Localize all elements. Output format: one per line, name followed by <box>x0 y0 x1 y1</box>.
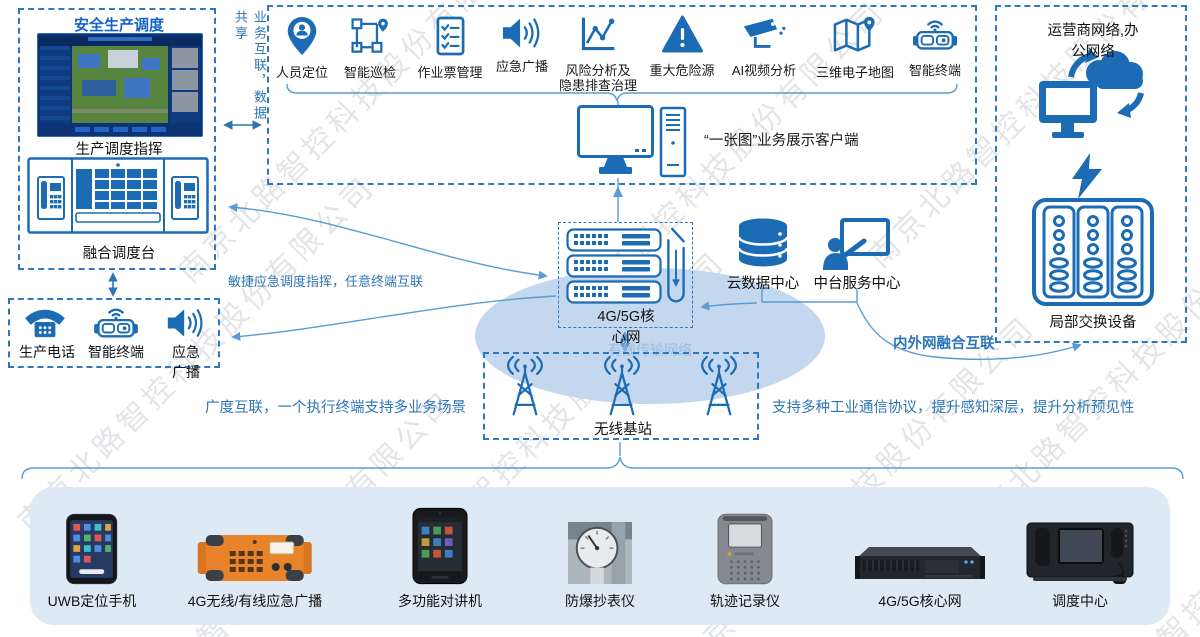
device-emergency-broadcast: 4G无线/有线应急广播 <box>188 499 322 611</box>
lightning-link-icon <box>1072 153 1102 199</box>
core-network-box: 4G/5G核心网 <box>558 222 693 346</box>
map-3d-pin-icon <box>833 16 875 52</box>
app-risk-analysis: 风险分析及隐患排查治理 <box>559 13 637 93</box>
ai-cctv-camera-icon <box>743 18 786 48</box>
antenna-icon <box>667 227 685 303</box>
note-agile: 敏捷应急调度指挥，任意终端互联 <box>228 274 424 289</box>
mid-platform-label: 中台服务中心 <box>813 276 901 292</box>
console-label: 融合调度台 <box>82 246 156 262</box>
device-intercom: 多功能对讲机 <box>398 499 482 611</box>
dispatch-center-console-photo <box>1026 522 1134 584</box>
terminal-box: 生产电话 智能终端 应急广播 <box>8 298 220 380</box>
presenter-board-icon <box>823 218 890 270</box>
work-ticket-checklist-icon <box>436 16 464 56</box>
device-uwb-phone: UWB定位手机 <box>48 499 136 611</box>
note-breadth: 广度互联，一个执行终端支持多业务场景 <box>205 400 466 416</box>
person-pin-icon <box>287 17 317 55</box>
core-network-racks-icon <box>566 228 662 304</box>
smart-glasses-icon <box>94 308 138 338</box>
app-ai-video: AI视频分析 <box>732 15 796 78</box>
app-work-ticket: 作业票管理 <box>417 15 483 80</box>
app-major-hazard: 重大危险源 <box>649 15 715 78</box>
patrol-route-icon <box>351 18 388 53</box>
client-label: “一张图”业务展示客户端 <box>704 133 859 149</box>
operator-network-title: 运营商网络,办公网络 <box>1047 23 1139 60</box>
note-protocol: 支持多种工业通信协议，提升感知深层，提升分析预见性 <box>772 400 1135 416</box>
device-dispatch-console: 调度中心 <box>1025 499 1135 611</box>
track-recorder-photo <box>717 513 773 585</box>
database-icon <box>737 218 789 267</box>
hazard-warning-icon <box>661 15 703 53</box>
device-track-recorder: 轨迹记录仪 <box>710 499 780 611</box>
switch-rack-icon <box>1032 198 1154 306</box>
command-center-box: 安全生产调度指挥中心 生产调度指挥大屏 <box>18 8 216 270</box>
device-shelf-panel: UWB定位手机 4G无线/有线应急广播 <box>30 487 1170 625</box>
broadcast-speaker-icon <box>167 309 203 337</box>
interconnect-vertical-label: 业务互联，数据共享 <box>233 10 267 122</box>
core-network-label: 4G/5G核心网 <box>597 309 655 346</box>
wired-network-ellipse <box>475 268 825 404</box>
desktop-client-icon <box>577 105 687 178</box>
cloud-db-label: 云数据中心 <box>726 276 800 292</box>
base-station-box: 无线基站 <box>483 352 759 440</box>
dispatch-console-icon <box>27 157 209 234</box>
terminal-item-label: 应急广播 <box>172 344 200 380</box>
radio-tower-icon <box>603 356 641 416</box>
app-3d-map: 三维电子地图 <box>816 15 894 80</box>
terminal-item-label: 智能终端 <box>88 344 144 360</box>
operator-network-box: 运营商网络,办公网络 局部交换设备 <box>995 5 1187 343</box>
risk-line-chart-icon <box>581 17 615 51</box>
app-emergency-broadcast: 应急广播 <box>496 15 548 74</box>
switch-label: 局部交换设备 <box>1049 315 1137 331</box>
uwb-phone-photo <box>66 513 118 585</box>
multifunction-intercom-photo <box>412 507 468 585</box>
note-fusion: 内外网融合互联 <box>893 336 995 352</box>
base-station-label: 无线基站 <box>594 422 652 438</box>
application-box: 人员定位 智能巡检 作业票管理 应急广播 风险分析及隐患排查治理 重大危险源 A… <box>267 5 977 185</box>
telephone-icon <box>25 309 65 338</box>
device-core-server: 4G/5G核心网 <box>853 499 987 611</box>
dashboard-screenshot <box>37 33 203 137</box>
device-meter-reader: 防爆抄表仪 <box>565 499 635 611</box>
emergency-broadcast-device-photo <box>197 535 312 581</box>
explosionproof-meter-photo <box>568 521 632 585</box>
cloud-sync-network-icon <box>1039 49 1144 138</box>
radio-tower-icon <box>506 356 544 416</box>
radio-tower-icon <box>700 356 738 416</box>
app-smart-patrol: 智能巡检 <box>344 15 396 80</box>
app-smart-terminal: 智能终端 <box>909 15 961 78</box>
core-network-server-photo <box>855 547 985 579</box>
broadcast-speaker-icon <box>502 18 540 48</box>
smart-glasses-icon <box>912 20 958 50</box>
app-person-location: 人员定位 <box>276 15 328 80</box>
terminal-item-label: 生产电话 <box>19 344 75 360</box>
